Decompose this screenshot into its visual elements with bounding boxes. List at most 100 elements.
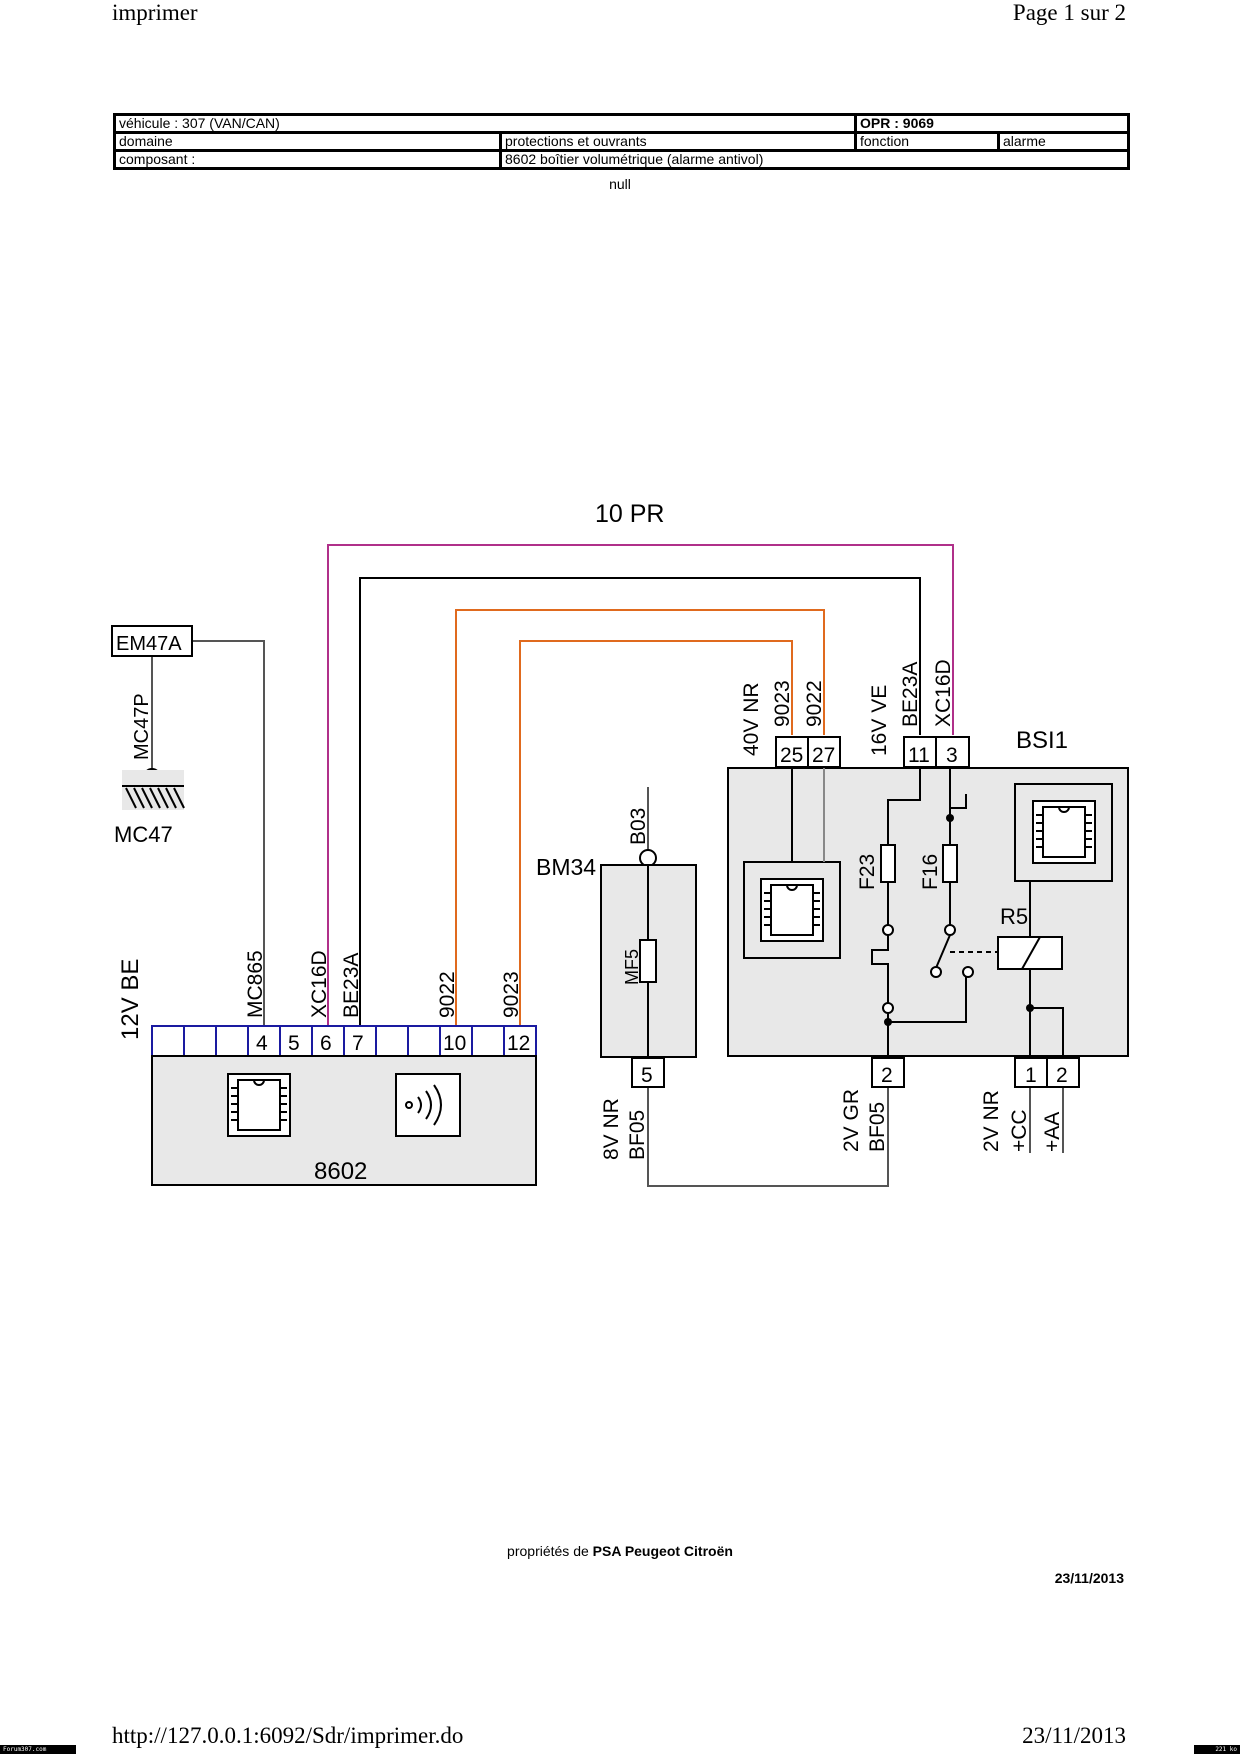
bsi1-fuse-f16 xyxy=(942,844,958,883)
bsi1-switch-blade xyxy=(935,934,951,969)
page-header-left: imprimer xyxy=(112,0,198,25)
bm34-fuse xyxy=(639,939,657,983)
bm34-b03-label: B03 xyxy=(627,808,650,845)
domaine-value: protections et ouvrants xyxy=(499,131,857,152)
opr-cell: OPR : 9069 xyxy=(854,113,1130,134)
wire-9023 xyxy=(519,640,793,1025)
c8602-sensor-icon xyxy=(395,1073,461,1137)
page-header-right: Page 1 sur 2 xyxy=(1012,0,1126,25)
c8602-wire-xc16d: XC16D xyxy=(308,950,331,1018)
bsi1-junction-3 xyxy=(946,814,954,822)
bsi1-junction-relay xyxy=(1026,1004,1034,1012)
bsi1-wire-be23a: BE23A xyxy=(899,662,922,727)
wire-xc16d xyxy=(327,544,954,1025)
c8602-connector xyxy=(151,1025,537,1057)
page-footer-date: 23/11/2013 xyxy=(1022,1723,1126,1748)
c8602-wire-be23a: BE23A xyxy=(340,953,363,1018)
bsi1-junction-2 xyxy=(884,1018,892,1026)
bsi1-name: BSI1 xyxy=(1016,727,1068,754)
bsi1-pin-c1: 1 xyxy=(1025,1064,1037,1087)
bsi1-pin-box-2 xyxy=(871,1057,905,1088)
bsi1-wire-9022: 9022 xyxy=(803,680,826,727)
page-footer-url: http://127.0.0.1:6092/Sdr/imprimer.do xyxy=(112,1723,464,1748)
c8602-pin-10: 10 xyxy=(443,1032,466,1055)
c8602-pin-4: 4 xyxy=(256,1032,268,1055)
composant-label: composant : xyxy=(113,149,502,170)
bm34-connector-label: 8V NR xyxy=(600,1098,623,1160)
bm34-mf5-label: MF5 xyxy=(622,949,642,985)
bm34-b03-point xyxy=(639,849,657,867)
bsi1-contact-b xyxy=(944,924,956,936)
wire-9022 xyxy=(455,609,825,1025)
bsi1-pin-27: 27 xyxy=(812,744,835,767)
c8602-pin-12: 12 xyxy=(507,1032,530,1055)
bsi1-contact-d xyxy=(962,966,974,978)
watermark-logo-left: Forum307.com xyxy=(0,1745,76,1754)
fonction-label: fonction xyxy=(854,131,1000,152)
bsi1-line-relay-bottom xyxy=(1029,970,1064,1056)
watermark-logo-right: 221 ko xyxy=(1194,1745,1240,1754)
bsi1-contact-c xyxy=(930,966,942,978)
bsi1-cc-label: +CC xyxy=(1008,1109,1031,1152)
bsi1-r5-label: R5 xyxy=(1000,904,1028,929)
vehicule-cell: véhicule : 307 (VAN/CAN) xyxy=(113,113,857,134)
c8602-pin-7: 7 xyxy=(352,1032,364,1055)
bsi1-connector-c: 2V GR xyxy=(840,1089,863,1152)
c8602-pin-6: 6 xyxy=(320,1032,332,1055)
ground-icon xyxy=(122,770,185,810)
c8602-name: 8602 xyxy=(314,1158,367,1185)
bm34-pin-5: 5 xyxy=(641,1064,653,1087)
bsi1-wire-9023: 9023 xyxy=(771,680,794,727)
wire-bf05 xyxy=(647,1087,889,1187)
bsi1-pin-11: 11 xyxy=(908,744,930,767)
domaine-label: domaine xyxy=(113,131,502,152)
bsi1-connector-a: 40V NR xyxy=(740,682,763,756)
mc47p-label: MC47P xyxy=(131,693,153,760)
wire-be23a xyxy=(359,577,921,1025)
bsi1-aa-label: +AA xyxy=(1041,1112,1064,1152)
em47a-box xyxy=(111,625,193,657)
bsi1-chip-icon-left xyxy=(760,878,824,942)
c8602-wire-9023: 9023 xyxy=(500,971,523,1018)
footer-date: 23/11/2013 xyxy=(1054,1570,1124,1586)
wire-mc865 xyxy=(193,640,265,1025)
c8602-pin-5: 5 xyxy=(288,1032,300,1055)
footer-property: propriétés de PSA Peugeot Citroën xyxy=(0,1543,1240,1559)
c8602-wire-mc865: MC865 xyxy=(244,950,267,1018)
footer-prop-company: PSA Peugeot Citroën xyxy=(592,1543,733,1559)
bsi1-pin-25: 25 xyxy=(780,744,803,767)
mc47-label: MC47 xyxy=(114,822,173,847)
info-table: véhicule : 307 (VAN/CAN) OPR : 9069 doma… xyxy=(113,113,1130,170)
bsi1-contact-a xyxy=(882,924,894,936)
fonction-value: alarme xyxy=(997,131,1130,152)
c8602-box xyxy=(151,1055,537,1186)
bsi1-connector-d: 2V NR xyxy=(980,1090,1003,1152)
bsi1-f23-label: F23 xyxy=(856,854,879,890)
bsi1-chip-icon-right xyxy=(1032,800,1096,864)
bsi1-f16-label: F16 xyxy=(919,854,942,890)
bm34-name: BM34 xyxy=(536,854,596,880)
bm34-wire-bf05: BF05 xyxy=(626,1110,649,1160)
bsi1-wire-xc16d: XC16D xyxy=(932,659,955,727)
footer-prop-prefix: propriétés de xyxy=(507,1543,593,1559)
bsi1-wire-bf05: BF05 xyxy=(866,1102,889,1152)
diagram-title: 10 PR xyxy=(595,500,664,528)
bsi1-pin-c2: 2 xyxy=(1056,1064,1068,1087)
composant-value: 8602 boîtier volumétrique (alarme antivo… xyxy=(499,149,1130,170)
bsi1-pin-3: 3 xyxy=(946,744,958,767)
bm34-pin-box xyxy=(631,1057,665,1088)
bsi1-line-11 xyxy=(887,768,921,845)
bsi1-line-switch-return xyxy=(888,975,967,1023)
bsi1-contact-e xyxy=(882,1002,894,1014)
em47a-label: EM47A xyxy=(116,633,182,655)
bsi1-connector-b: 16V VE xyxy=(868,685,891,756)
bsi1-bottom-connector xyxy=(1014,1057,1080,1088)
c8602-connector-label: 12V BE xyxy=(117,959,144,1040)
bsi1-fuse-f23 xyxy=(880,844,896,883)
bsi1-top-connector-2 xyxy=(903,736,970,768)
bsi1-pin-bottom-2: 2 xyxy=(881,1064,893,1087)
c8602-chip-icon xyxy=(227,1073,291,1137)
null-text: null xyxy=(609,176,631,192)
bsi1-xc16d-hook xyxy=(949,794,967,809)
